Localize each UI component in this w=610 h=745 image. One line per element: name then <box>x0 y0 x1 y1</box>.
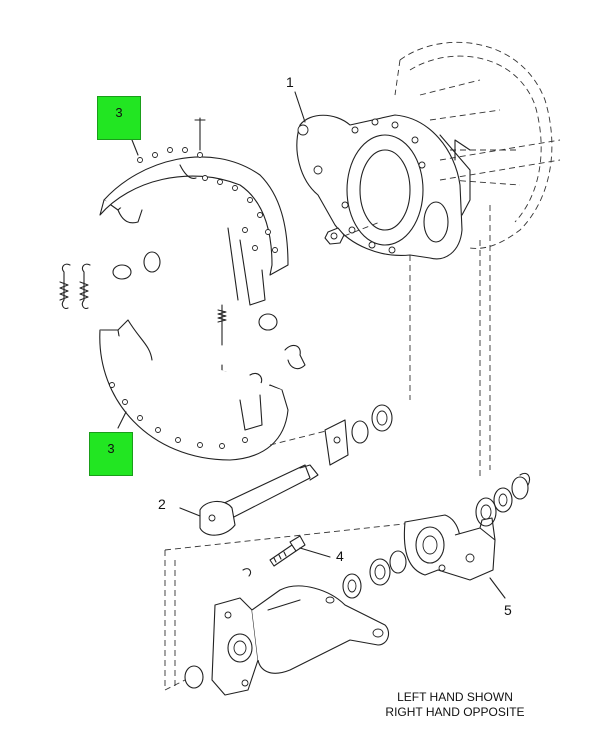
cam-bushing-seals <box>324 404 393 466</box>
spider-nut <box>324 221 381 245</box>
lower-brake-shoe <box>99 319 289 461</box>
callout-3-upper-label: 3 <box>115 105 123 120</box>
brake-spider <box>296 114 471 260</box>
anchor-rollers <box>112 251 278 331</box>
adjuster-washers <box>475 472 531 527</box>
callout-3-lower-brake-shoe[interactable]: 3 <box>89 432 133 476</box>
dust-shield <box>394 41 553 249</box>
camshaft-bracket <box>211 585 390 696</box>
bracket-seals <box>342 550 407 599</box>
upper-brake-shoe <box>99 117 289 306</box>
callout-5-slack-adjuster[interactable]: 5 <box>504 602 512 618</box>
leader-1 <box>294 91 306 123</box>
orientation-note-line2: RIGHT HAND OPPOSITE <box>385 705 525 719</box>
callout-2-camshaft[interactable]: 2 <box>158 496 166 512</box>
callout-3-lower-label: 3 <box>107 441 115 456</box>
orientation-note-line1: LEFT HAND SHOWN <box>397 690 513 704</box>
leader-3-lower <box>117 411 127 429</box>
bolt <box>242 535 306 577</box>
bottom-snap-ring <box>184 665 204 689</box>
callout-3-upper-brake-shoe[interactable]: 3 <box>97 96 141 140</box>
callout-1-spider[interactable]: 1 <box>286 74 294 90</box>
camshaft <box>199 464 319 536</box>
leader-3-upper <box>131 139 139 156</box>
leader-2 <box>179 507 201 517</box>
callout-4-bolt[interactable]: 4 <box>336 548 344 564</box>
leader-5 <box>489 577 506 599</box>
slack-adjuster <box>403 514 496 581</box>
leader-4 <box>299 547 331 558</box>
